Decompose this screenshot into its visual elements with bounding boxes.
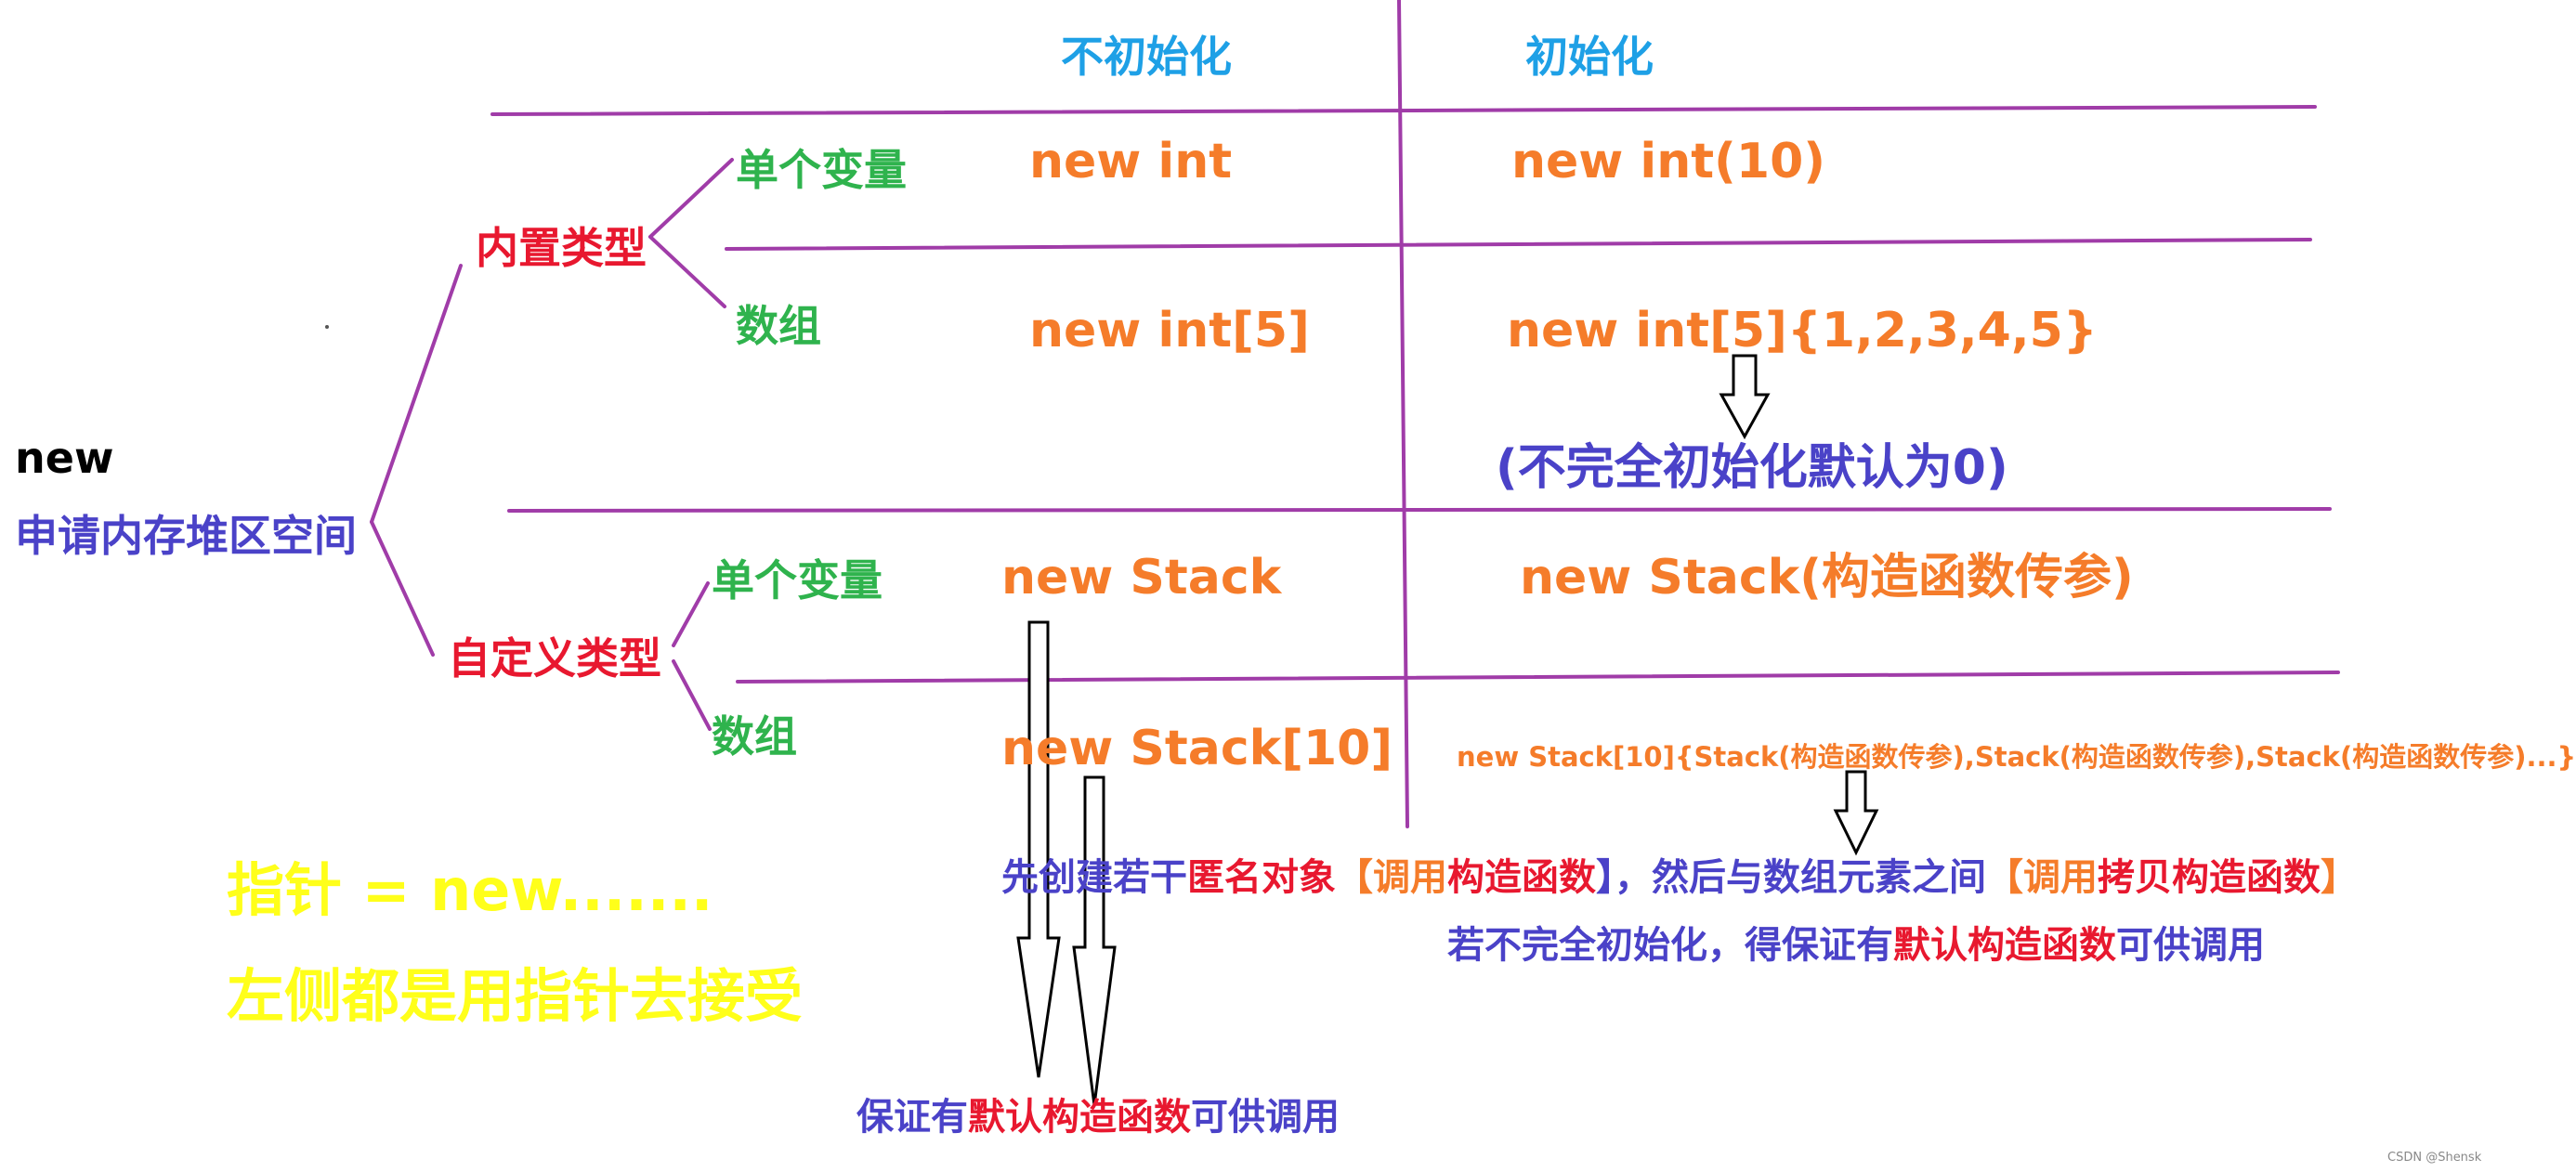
builtin-single-init: new int(10) [1511,134,1826,189]
note-partial-init: 若不完全初始化，得保证有默认构造函数可供调用 [1447,927,2265,964]
note-line2-part1: 若不完全初始化，得保证有 [1447,924,1893,967]
builtin-type-label: 内置类型 [476,223,647,273]
builtin-array-uninit: new int[5] [1029,303,1310,358]
stray-dot [325,325,329,329]
note-construct-copy: 先创建若干匿名对象【调用构造函数】，然后与数组元素之间【调用拷贝构造函数】 [1001,859,2358,896]
note-line1-part4: 构造函数 [1447,856,1596,899]
note-line1-part1: 先创建若干 [1001,856,1187,899]
custom-single-label: 单个变量 [712,555,883,606]
note-line1-part7: 拷贝构造函数 [2098,856,2321,899]
note-default-ctor: 保证有默认构造函数可供调用 [856,1099,1340,1136]
section-divider-line [507,507,2332,513]
arrow-long-left [1016,620,1061,1078]
builtin-single-label: 单个变量 [736,145,907,195]
note-line1-part3: 【调用 [1336,856,1447,899]
watermark: CSDN @Shensk [2387,1151,2482,1165]
branch-builtin-array [648,235,726,308]
pointer-line1: 指针 = new....... [227,856,713,924]
branch-root-custom [370,520,435,657]
header-init: 初始化 [1525,32,1654,82]
builtin-array-init: new int[5]{1,2,3,4,5} [1507,303,2098,358]
builtin-array-note: (不完全初始化默认为0) [1496,440,2008,496]
note-line3-part3: 构造函数 [1042,1096,1191,1139]
note-line1-part8: 】 [2321,856,2358,899]
branch-custom-single [672,581,710,647]
builtin-array-label: 数组 [736,301,821,351]
builtin-single-uninit: new int [1029,134,1233,189]
custom-type-label: 自定义类型 [448,633,661,684]
note-line2-part3: 可供调用 [2116,924,2265,967]
note-line1-part5: 】，然后与数组元素之间 [1596,856,1986,899]
arrow-long-right [1072,775,1117,1106]
branch-custom-array [672,659,712,731]
custom-array-uninit: new Stack[10] [1001,721,1393,776]
builtin-row-divider [725,238,2312,251]
note-line3-part2: 默认 [968,1096,1042,1139]
custom-array-label: 数组 [712,711,797,762]
custom-array-init: new Stack[10]{Stack(构造函数传参),Stack(构造函数传参… [1457,741,2576,773]
diagram-lines [325,0,2340,1106]
custom-row-divider [736,671,2340,684]
root-desc: 申请内存堆区空间 [15,511,357,561]
header-divider-line [490,105,2317,116]
arrow-down-custom-array-init [1833,770,1879,856]
root-new-label: new [15,433,114,483]
note-line3-part4: 可供调用 [1191,1096,1340,1139]
note-line2-part2: 默认构造函数 [1893,924,2116,967]
column-divider-line [1397,0,1409,828]
branch-builtin-single [648,158,734,239]
arrow-down-init-array [1719,354,1771,440]
header-uninit: 不初始化 [1061,32,1232,82]
note-line1-part6: 【调用 [1986,856,2098,899]
pointer-line2: 左侧都是用指针去接受 [227,962,804,1030]
note-line3-part1: 保证有 [856,1096,968,1139]
branch-root-builtin [370,264,463,524]
custom-single-init: new Stack(构造函数传参) [1520,550,2134,606]
note-line1-part2: 匿名对象 [1187,856,1336,899]
custom-single-uninit: new Stack [1001,550,1282,606]
